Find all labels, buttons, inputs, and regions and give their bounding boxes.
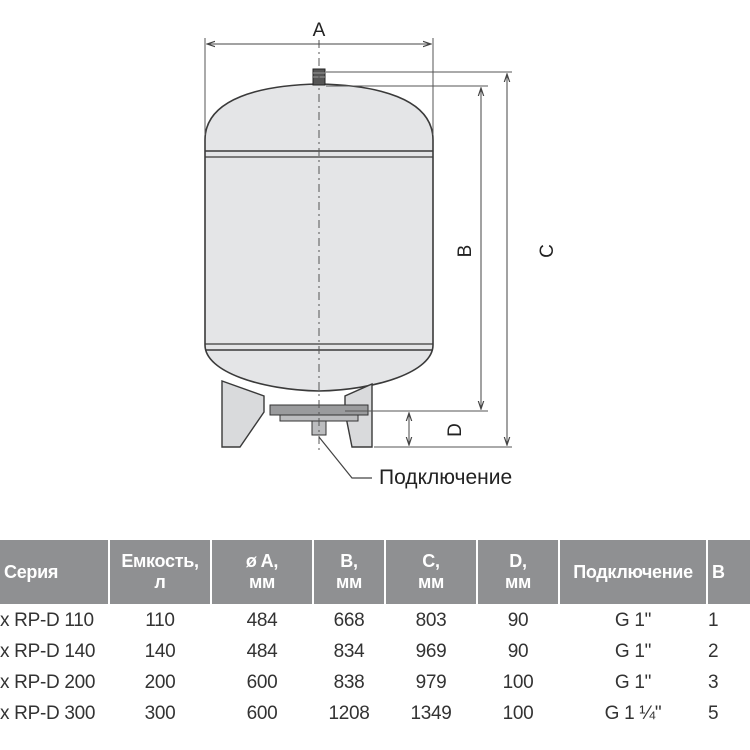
connection-leader-line — [318, 436, 372, 479]
cell-a: 484 — [246, 640, 278, 662]
cell-series: x RP-D 140 — [0, 640, 96, 662]
header-series: Серия — [0, 540, 108, 604]
table-header-row: Серия Емкость, л ø A, мм B, мм C, мм D, … — [0, 540, 750, 604]
cell-c: 803 — [415, 609, 447, 631]
cell-capacity: 110 — [145, 609, 175, 631]
header-diameter-a: ø A, мм — [212, 540, 312, 604]
header-connection: Подключение — [560, 540, 706, 604]
cell-series: x RP-D 200 — [0, 671, 96, 693]
header-b: B, мм — [314, 540, 384, 604]
cell-weight: 3 — [708, 671, 719, 693]
table-row: x RP-D 110 110 484 668 803 90 G 1" 1 — [0, 606, 750, 635]
table-row: x RP-D 200 200 600 838 979 100 G 1" 3 — [0, 668, 750, 697]
cell-c: 979 — [415, 671, 447, 693]
table-row: x RP-D 140 140 484 834 969 90 G 1" 2 — [0, 637, 750, 666]
dimension-d-label: D — [445, 423, 466, 437]
cell-d: 100 — [502, 702, 534, 724]
specifications-table: Серия Емкость, л ø A, мм B, мм C, мм D, … — [0, 538, 750, 730]
cell-weight: 1 — [708, 609, 719, 631]
cell-connection: G 1" — [614, 609, 652, 631]
cell-a: 600 — [246, 702, 278, 724]
cell-capacity: 300 — [144, 702, 176, 724]
cell-b: 834 — [333, 640, 365, 662]
dimension-c-label: C — [537, 244, 558, 258]
cell-weight: 5 — [708, 702, 719, 724]
cell-connection: G 1 ¼" — [604, 702, 662, 724]
cell-series: x RP-D 300 — [0, 702, 96, 724]
dimension-b-label: B — [455, 245, 476, 258]
cell-b: 838 — [333, 671, 365, 693]
cell-capacity: 140 — [144, 640, 176, 662]
cell-c: 1349 — [410, 702, 452, 724]
cell-connection: G 1" — [614, 671, 652, 693]
support-legs — [221, 380, 373, 448]
header-d: D, мм — [478, 540, 558, 604]
tank-vessel — [204, 83, 434, 392]
tank-drawing: A B C D Подключение — [204, 20, 558, 489]
cell-capacity: 200 — [144, 671, 176, 693]
cell-weight: 2 — [708, 640, 719, 662]
cell-b: 668 — [333, 609, 365, 631]
dimension-a-label: A — [313, 20, 326, 41]
header-weight: В — [708, 540, 750, 604]
cell-d: 100 — [502, 671, 534, 693]
cell-d: 90 — [507, 609, 529, 631]
cell-a: 600 — [246, 671, 278, 693]
connection-label: Подключение — [379, 466, 512, 489]
cell-c: 969 — [415, 640, 447, 662]
table-row: x RP-D 300 300 600 1208 1349 100 G 1 ¼" … — [0, 699, 750, 728]
cell-a: 484 — [246, 609, 278, 631]
header-c: C, мм — [386, 540, 476, 604]
cell-b: 1208 — [328, 702, 370, 724]
cell-connection: G 1" — [614, 640, 652, 662]
cell-d: 90 — [507, 640, 529, 662]
header-capacity: Емкость, л — [110, 540, 210, 604]
cell-series: x RP-D 110 — [0, 609, 94, 631]
